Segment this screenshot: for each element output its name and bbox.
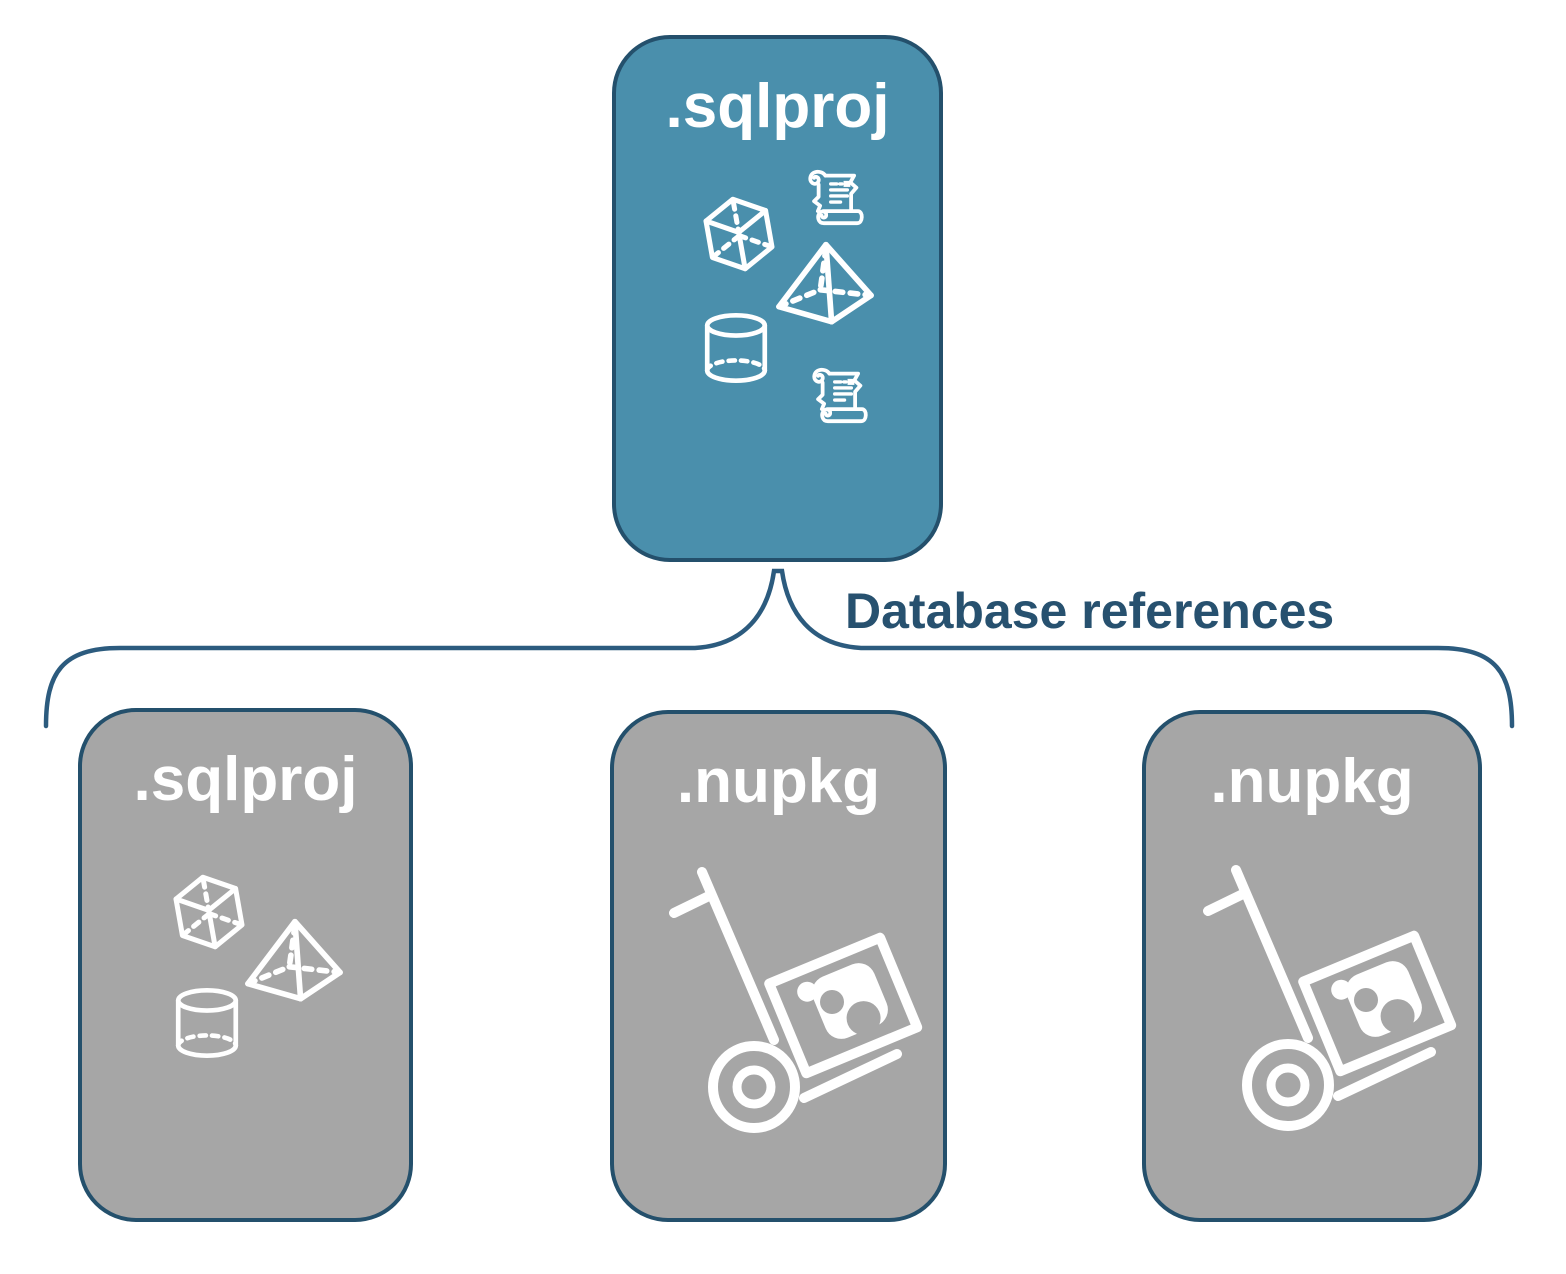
nuget-dolly-icon [1198, 848, 1478, 1178]
scroll-icon [802, 363, 878, 431]
cube-icon [697, 192, 781, 276]
scroll-icon [798, 165, 874, 233]
node-root-sqlproj: .sqlproj [612, 35, 943, 562]
pyramid-icon [242, 916, 346, 1010]
pyramid-icon [773, 239, 877, 333]
node-child-sqlproj: .sqlproj [78, 708, 413, 1222]
node-child2-title: .nupkg [676, 747, 881, 816]
node-child-nupkg-1: .nupkg [610, 710, 947, 1222]
node-child1-title: .sqlproj [133, 745, 358, 814]
node-root-title: .sqlproj [665, 72, 890, 141]
cube-icon [167, 870, 251, 954]
brace-connector [43, 568, 1515, 729]
node-child-nupkg-2: .nupkg [1142, 710, 1482, 1222]
cylinder-icon [701, 309, 771, 387]
node-child3-title: .nupkg [1210, 747, 1414, 816]
edge-label: Database references [845, 583, 1335, 639]
cylinder-icon [172, 984, 242, 1062]
nuget-dolly-icon [664, 850, 944, 1180]
